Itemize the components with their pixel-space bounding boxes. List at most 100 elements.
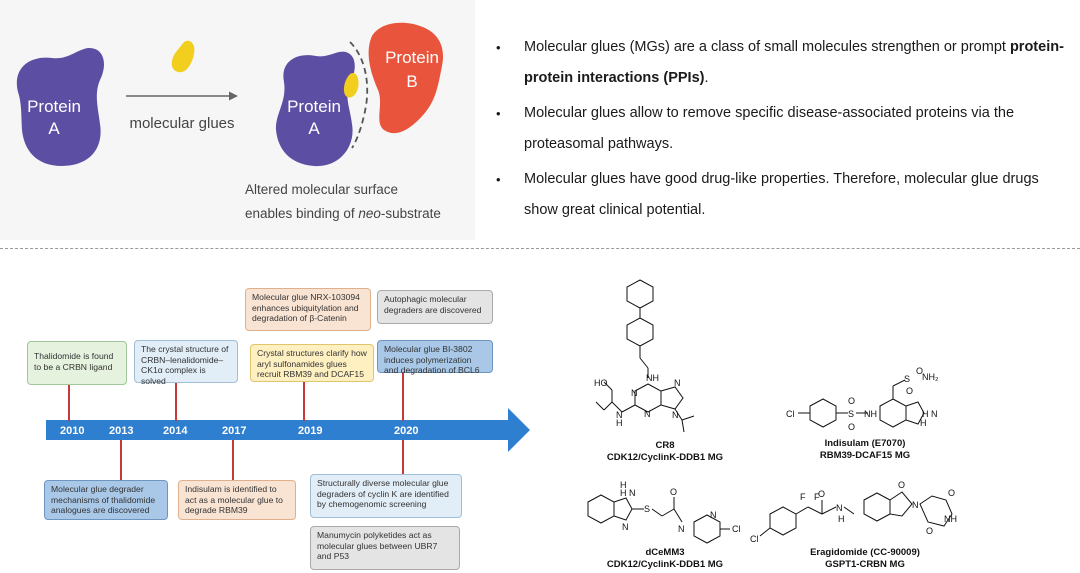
year-label: 2014 [163,425,188,437]
atom-label: O [906,386,913,396]
molecular-glue-shape [171,40,195,73]
atom-label: O [848,396,855,406]
bullet-item: •Molecular glues (MGs) are a class of sm… [490,32,1070,94]
atom-label: NH [646,373,659,383]
year-label: 2020 [394,425,419,437]
atom-label: N [912,500,919,510]
year-label: 2019 [298,425,323,437]
dcemm3-atoms: H N H N S O N N Cl [620,480,741,534]
atom-label: N [674,378,681,388]
protein-a-bound-label-line1: Protein [287,97,341,116]
molecule-name: dCeMM3 [645,547,685,558]
event-box: Molecular glue NRX-103094 enhances ubiqu… [245,288,371,331]
molecule-label-eragidomide: Eragidomide (CC-90009) GSPT1-CRBN MG [780,547,950,571]
bullet-item: •Molecular glues allow to remove specifi… [490,98,1070,160]
protein-a-bound-shape [275,51,355,167]
molecule-target: CDK12/CyclinK-DDB1 MG [606,559,724,570]
indisulam-atoms: Cl S O O NH S O O NH₂ H N H [786,366,939,432]
event-box: Indisulam is identified to act as a mole… [178,480,296,520]
bullet-dot-icon: • [496,106,501,121]
atom-label: Cl [750,534,759,544]
timeline-stem [303,380,305,421]
bound-glue-shape [343,72,359,98]
timeline-stem [232,440,234,480]
atom-label: HO [594,378,608,388]
mechanism-panel: Protein A molecular glues Protein B Prot… [0,0,475,240]
atom-label: N [622,522,629,532]
bullet-item: • Molecular glues have good drug-like pr… [490,164,1070,226]
molecule-name: CR8 [655,440,675,451]
arrow-label: molecular glues [129,115,234,132]
atom-label: O [818,489,825,499]
molecule-label-dcemm3: dCeMM3 CDK12/CyclinK-DDB1 MG [590,547,740,571]
atom-label: N [644,409,651,419]
bullet-dot-icon: • [496,40,501,55]
atom-label: O [670,487,677,497]
atom-label: N [631,388,638,398]
event-box: The crystal structure of CRBN–lenalidomi… [134,340,238,386]
indisulam-structure [798,379,925,428]
atom-label: NH [944,514,957,524]
atom-label: O [948,488,955,498]
eragidomide-atoms: Cl F F O N O N O NH O H [750,480,957,544]
caption-line1: Altered molecular surface [245,182,398,197]
atom-label: S [848,409,854,419]
atom-label: N [836,503,843,513]
timeline-stem [68,385,70,421]
atom-label: Cl [732,524,741,534]
atom-label: F [814,492,820,502]
event-box: Thalidomide is found to be a CRBN ligand [27,341,127,385]
atom-label: N [616,410,623,420]
molecule-target: CDK12/CyclinK-DDB1 MG [606,452,724,463]
protein-b-shape [368,22,444,134]
year-label: 2013 [109,425,134,437]
protein-a-shape [16,47,105,166]
cr8-atoms: NH N N N N N H HO [594,373,681,428]
atom-label: O [848,422,855,432]
timeline-arrow-graphic [46,408,530,452]
molecule-name: Eragidomide (CC-90009) [810,547,920,558]
protein-b-label-line1: Protein [385,48,439,67]
molecule-target: GSPT1-CRBN MG [825,559,905,570]
molecule-label-cr8: CR8 CDK12/CyclinK-DDB1 MG [590,440,740,464]
caption-line2: enables binding of neo-substrate [245,206,441,221]
section-divider [0,248,1080,249]
timeline-stem [120,440,122,480]
molecule-name: Indisulam (E7070) [824,438,906,449]
atom-label: N [672,410,679,420]
dcemm3-structure [587,494,730,544]
event-box: Molecular glue BI-3802 induces polymeriz… [377,340,493,375]
timeline-stem [402,372,404,421]
event-box: Crystal structures clarify how aryl sulf… [250,344,374,382]
bullet-list: •Molecular glues (MGs) are a class of sm… [490,32,1070,230]
atom-label: O [926,526,933,536]
reaction-arrowhead [229,91,238,101]
atom-label: F [800,492,806,502]
atom-label: H [616,418,623,428]
atom-label: NH₂ [922,372,939,382]
atom-label: N [678,524,685,534]
interface-dashed-line [349,41,369,149]
event-box: Structurally diverse molecular glue degr… [310,474,462,518]
atom-label: S [644,504,650,514]
protein-a-label-line2: A [48,119,60,138]
molecule-target: RBM39-DCAF15 MG [819,450,911,461]
protein-b-label-line2: B [406,72,417,91]
timeline-stem [402,440,404,474]
eragidomide-structure [759,491,953,537]
atom-label: H [920,418,927,428]
event-box: Molecular glue degrader mechanisms of th… [44,480,168,520]
atom-label: O [898,480,905,490]
year-label: 2017 [222,425,247,437]
bullet-dot-icon: • [496,172,501,187]
timeline-stem [175,383,177,421]
molecule-structures: NH N N N N N H HO Cl S O O NH S O O NH₂ … [587,279,957,544]
cr8-structure [595,279,695,433]
protein-a-bound-label-line2: A [308,119,320,138]
atom-label: H [838,514,845,524]
mechanism-illustration: Protein A molecular glues Protein B Prot… [16,22,444,221]
atom-label: H N [922,409,938,419]
atom-label: H [620,480,627,490]
protein-a-label-line1: Protein [27,97,81,116]
atom-label: Cl [786,409,795,419]
